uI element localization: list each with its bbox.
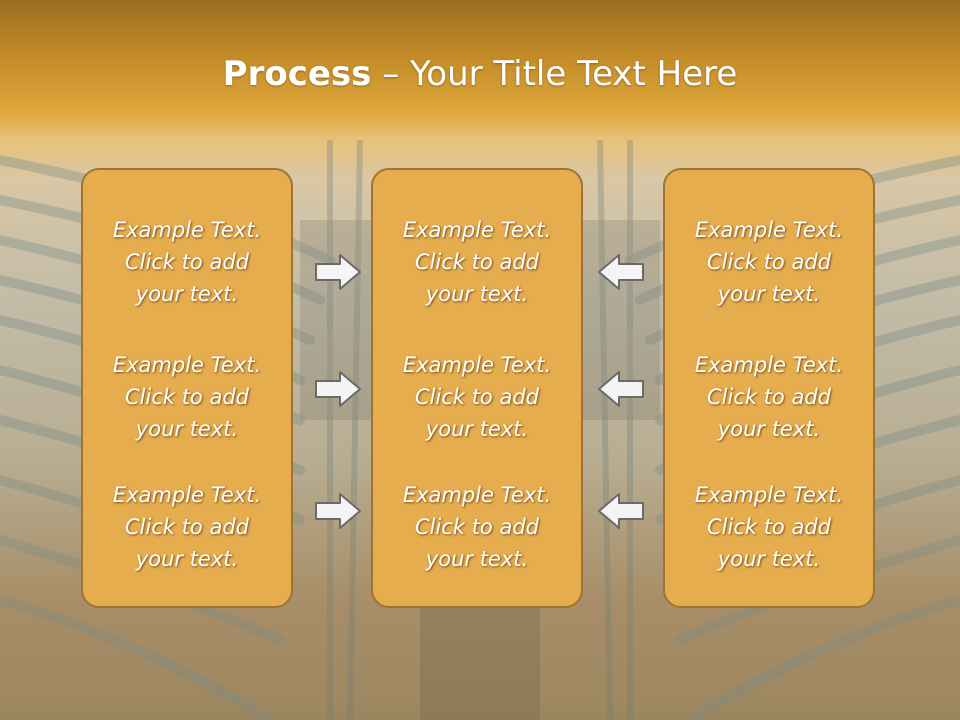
text-line: Click to add [124, 250, 249, 274]
text-line: your text. [425, 547, 529, 571]
text-line: Example Text. [694, 353, 844, 377]
text-line: Example Text. [112, 353, 262, 377]
text-block-2-1[interactable]: Example Text. Click to add your text. [373, 214, 581, 310]
text-line: Example Text. [402, 353, 552, 377]
title-rest: Your Title Text Here [410, 54, 738, 94]
text-line: Example Text. [694, 218, 844, 242]
text-line: Example Text. [402, 218, 552, 242]
title-dash: – [371, 54, 411, 94]
text-line: Click to add [124, 515, 249, 539]
text-line: your text. [425, 417, 529, 441]
left-arrow-icon [598, 371, 644, 407]
text-line: your text. [135, 547, 239, 571]
left-arrow-icon [598, 493, 644, 529]
text-line: Click to add [124, 385, 249, 409]
text-line: your text. [717, 417, 821, 441]
text-line: Example Text. [112, 218, 262, 242]
text-block-2-3[interactable]: Example Text. Click to add your text. [373, 479, 581, 575]
text-line: your text. [425, 282, 529, 306]
process-box-1[interactable]: Example Text. Click to add your text. Ex… [81, 168, 293, 608]
text-block-2-2[interactable]: Example Text. Click to add your text. [373, 349, 581, 445]
text-line: Click to add [706, 250, 831, 274]
title-bold: Process [222, 54, 372, 94]
text-line: Click to add [414, 515, 539, 539]
text-block-1-1[interactable]: Example Text. Click to add your text. [83, 214, 291, 310]
text-block-3-2[interactable]: Example Text. Click to add your text. [665, 349, 873, 445]
text-line: your text. [717, 282, 821, 306]
text-line: Example Text. [402, 483, 552, 507]
left-arrow-icon [598, 254, 644, 290]
text-line: Click to add [706, 515, 831, 539]
text-line: your text. [135, 282, 239, 306]
page-title: Process – Your Title Text Here [0, 52, 960, 96]
right-arrow-icon [315, 371, 361, 407]
text-line: Example Text. [112, 483, 262, 507]
text-line: Click to add [706, 385, 831, 409]
text-line: Click to add [414, 385, 539, 409]
right-arrow-icon [315, 493, 361, 529]
text-line: your text. [717, 547, 821, 571]
text-block-1-2[interactable]: Example Text. Click to add your text. [83, 349, 291, 445]
process-box-2[interactable]: Example Text. Click to add your text. Ex… [371, 168, 583, 608]
text-block-3-1[interactable]: Example Text. Click to add your text. [665, 214, 873, 310]
text-line: Click to add [414, 250, 539, 274]
text-block-1-3[interactable]: Example Text. Click to add your text. [83, 479, 291, 575]
process-box-3[interactable]: Example Text. Click to add your text. Ex… [663, 168, 875, 608]
text-block-3-3[interactable]: Example Text. Click to add your text. [665, 479, 873, 575]
right-arrow-icon [315, 254, 361, 290]
text-line: your text. [135, 417, 239, 441]
text-line: Example Text. [694, 483, 844, 507]
